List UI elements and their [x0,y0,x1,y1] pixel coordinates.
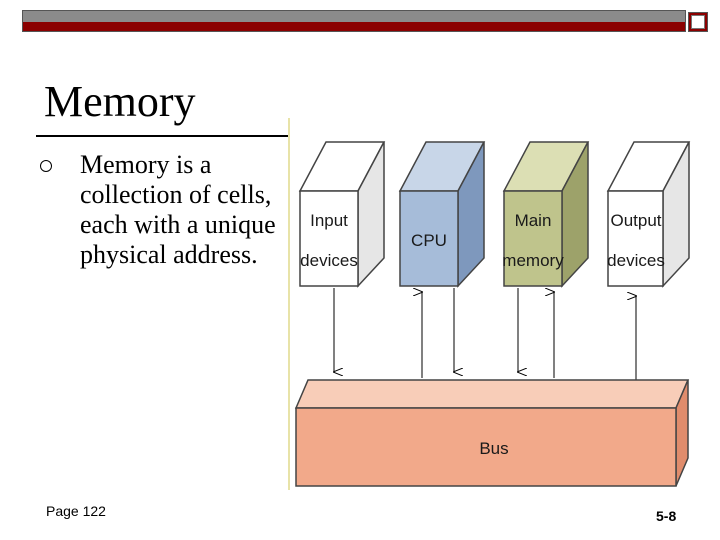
input-devices-label-1: Input [310,211,348,230]
title-bar-red-stripe [23,22,685,31]
slide-number: 5-8 [656,508,677,524]
output-devices-label-2: devices [607,251,665,270]
main-memory-label-1: Main [515,211,552,230]
main-memory-label-2: memory [502,251,564,270]
cpu-box: CPU [398,141,486,288]
bullet-icon [40,160,52,172]
title-bar-decoration [22,10,686,32]
computer-architecture-diagram: Input devices CPU Main memory Output dev… [288,118,691,490]
corner-square-inner [691,15,705,29]
bullet-text: Memory is a collection of cells, each wi… [80,150,276,269]
main-memory-box: Main memory [502,141,590,288]
connection-arrows [334,288,636,380]
input-devices-label-2: devices [300,251,358,270]
output-devices-label-1: Output [610,211,661,230]
output-devices-box: Output devices [606,141,691,288]
cpu-label: CPU [411,231,447,250]
page-reference: Page 122 [46,503,106,519]
bus-bar: Bus [294,379,690,487]
input-devices-box: Input devices [298,141,386,288]
bus-label: Bus [479,439,508,458]
corner-square-decoration [688,12,708,32]
title-underline [36,135,288,137]
slide-title: Memory [44,77,196,126]
